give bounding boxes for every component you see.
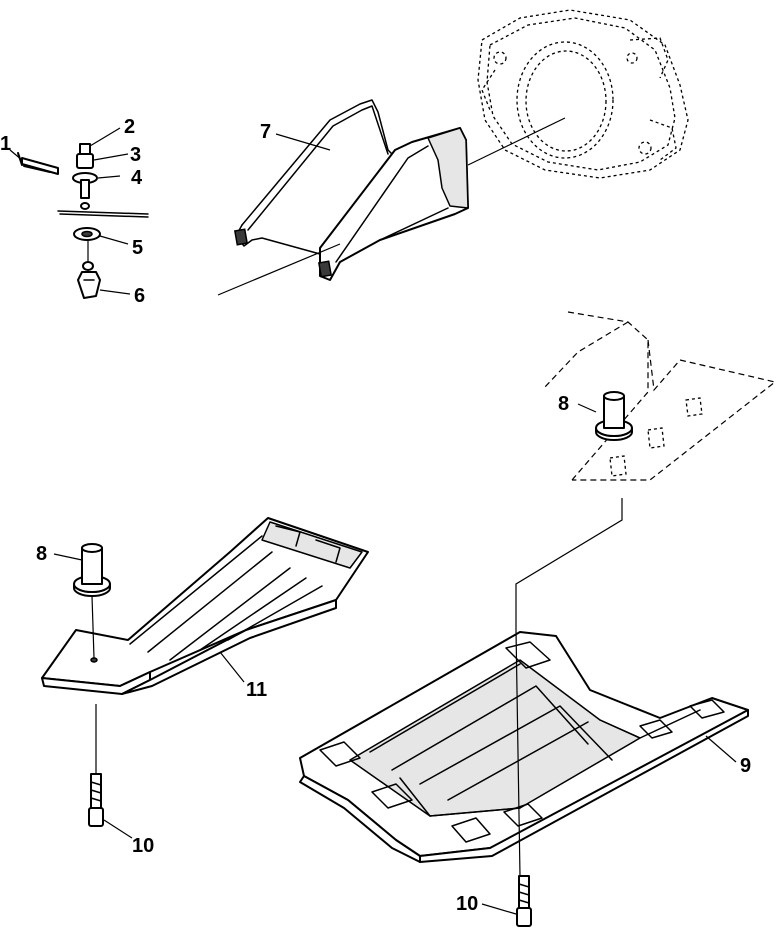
callout-5: 5 <box>132 237 143 259</box>
part-11-bracket <box>41 517 369 695</box>
part-6-base-fastener <box>77 240 101 299</box>
part-10-bolt-right <box>516 875 532 927</box>
callout-8-upper: 8 <box>558 393 569 415</box>
callout-2: 2 <box>124 116 135 138</box>
part-10-bolt-left <box>88 704 104 827</box>
callout-10-right: 10 <box>456 893 478 915</box>
upper-mount-plate-outline <box>543 311 776 481</box>
callout-leaders <box>9 127 737 915</box>
callout-10-left: 10 <box>132 835 154 857</box>
callout-4: 4 <box>131 167 143 189</box>
part-2-stud <box>79 143 91 155</box>
part-7-engine-shroud <box>217 99 566 296</box>
fastener-stack <box>17 143 149 299</box>
part-5-grommet <box>73 227 101 241</box>
callout-6: 6 <box>134 285 145 307</box>
callout-9: 9 <box>740 755 751 777</box>
callout-labels: 1 2 3 4 5 6 7 8 8 9 10 10 11 <box>0 116 751 915</box>
callout-3: 3 <box>130 144 141 166</box>
part-3-nut <box>76 153 94 169</box>
engine-housing-outline <box>477 9 689 179</box>
callout-11: 11 <box>246 679 267 701</box>
callout-1: 1 <box>0 133 11 155</box>
callout-8-lower: 8 <box>36 543 47 565</box>
part-1-pin <box>17 152 59 175</box>
callout-7: 7 <box>260 121 271 143</box>
assembly-line-upper <box>515 498 623 630</box>
part-8-lower-pin <box>73 543 111 659</box>
part-8-upper-pin <box>595 391 633 441</box>
part-9-skid-plate <box>299 629 749 877</box>
part-4-washer <box>72 172 98 210</box>
